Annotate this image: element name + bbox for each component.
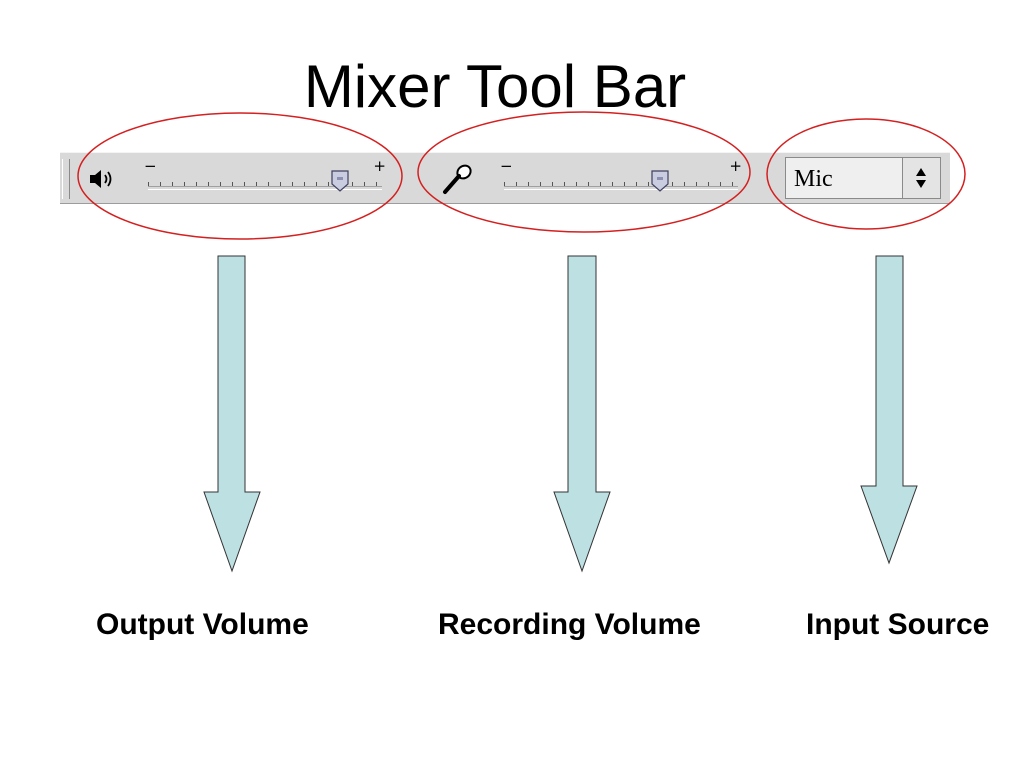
input-source-select[interactable]: Mic — [785, 157, 941, 199]
slide-title: Mixer Tool Bar — [303, 53, 687, 120]
recording-volume-thumb[interactable] — [650, 170, 670, 192]
mixer-toolbar: − + − + — [60, 152, 950, 204]
input-source-value: Mic — [794, 166, 833, 192]
recording-volume-slider[interactable]: − + — [500, 157, 742, 201]
input-source-arrow — [860, 255, 918, 565]
recording-volume-track — [504, 186, 738, 190]
output-volume-arrow — [203, 255, 261, 573]
speaker-icon — [88, 166, 116, 192]
toolbar-grip[interactable] — [62, 159, 70, 199]
recording-volume-label: Recording Volume — [438, 608, 701, 641]
recording-volume-arrow — [553, 255, 611, 573]
recording-volume-max-label: + — [729, 157, 742, 175]
output-volume-slider[interactable]: − + — [144, 157, 386, 201]
output-volume-min-label: − — [144, 157, 157, 175]
output-volume-max-label: + — [373, 157, 386, 175]
recording-volume-min-label: − — [500, 157, 513, 175]
output-volume-label: Output Volume — [96, 608, 309, 641]
output-volume-thumb[interactable] — [330, 170, 350, 192]
spinner-arrows-icon[interactable] — [902, 158, 940, 198]
input-source-label: Input Source — [806, 608, 990, 641]
microphone-icon — [440, 161, 476, 197]
